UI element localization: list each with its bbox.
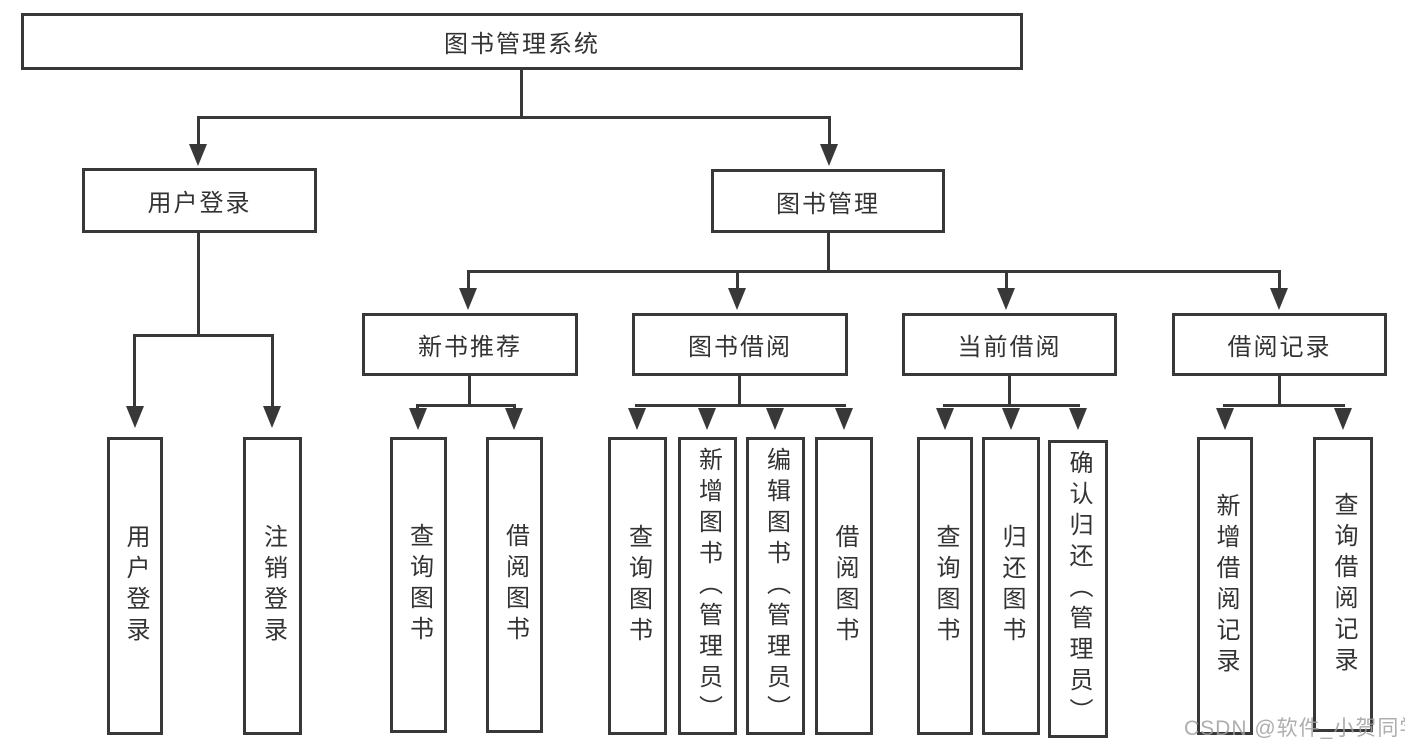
- arrow-down-icon: [1069, 408, 1087, 430]
- arrow-down-icon: [1270, 288, 1288, 310]
- node-user-login-leaf-label: 用户登录: [122, 524, 149, 648]
- connector-line: [520, 70, 523, 119]
- node-br-query-record-label: 查询借阅记录: [1330, 491, 1357, 678]
- node-book-management-label: 图书管理: [776, 190, 880, 218]
- connector-line: [133, 334, 274, 337]
- connector-line: [133, 334, 136, 408]
- arrow-down-icon: [1334, 408, 1352, 430]
- node-bb-edit-books-admin-label: 编辑图书（管理员）: [762, 446, 790, 726]
- arrow-down-icon: [409, 408, 427, 430]
- arrow-down-icon: [1216, 408, 1234, 430]
- node-book-borrowing: 图书借阅: [632, 313, 848, 376]
- node-br-add-record-label: 新增借阅记录: [1212, 493, 1239, 679]
- arrow-down-icon: [1002, 408, 1020, 430]
- node-library-system: 图书管理系统: [21, 13, 1023, 70]
- csdn-watermark: CSDN @软件_小贺同学: [1184, 717, 1405, 740]
- node-cb-query-books: 查询图书: [917, 437, 973, 735]
- connector-line: [1008, 376, 1011, 407]
- connector-line: [736, 270, 739, 290]
- connector-line: [1278, 376, 1281, 407]
- node-current-borrowing-label: 当前借阅: [957, 334, 1062, 361]
- node-bb-edit-books-admin: 编辑图书（管理员）: [746, 437, 805, 735]
- arrow-down-icon: [189, 144, 207, 166]
- connector-line: [467, 270, 470, 290]
- node-book-borrowing-label: 图书借阅: [688, 334, 792, 361]
- node-user-login: 用户登录: [82, 168, 317, 233]
- node-book-management: 图书管理: [711, 169, 945, 233]
- connector-line: [828, 116, 831, 146]
- node-cb-return-books-label: 归还图书: [998, 524, 1025, 648]
- arrow-down-icon: [628, 408, 646, 430]
- node-cb-return-books: 归还图书: [982, 437, 1040, 735]
- arrow-down-icon: [766, 408, 784, 430]
- connector-line: [271, 334, 274, 408]
- connector-line: [635, 404, 846, 407]
- connector-line: [1278, 270, 1281, 290]
- connector-line: [416, 404, 516, 407]
- node-nb-borrow-books-label: 借阅图书: [501, 523, 529, 647]
- node-bb-borrow-books: 借阅图书: [815, 437, 873, 735]
- node-borrow-records: 借阅记录: [1172, 313, 1387, 376]
- arrow-down-icon: [997, 288, 1015, 310]
- connector-line: [468, 376, 471, 407]
- arrow-down-icon: [459, 288, 477, 310]
- node-br-add-record: 新增借阅记录: [1197, 437, 1253, 735]
- connector-line: [1005, 270, 1008, 290]
- connector-line: [738, 376, 741, 407]
- connector-line: [1223, 404, 1345, 407]
- arrow-down-icon: [936, 408, 954, 430]
- arrow-down-icon: [263, 406, 281, 428]
- node-bb-borrow-books-label: 借阅图书: [831, 524, 858, 648]
- node-new-book-recommend: 新书推荐: [362, 313, 578, 376]
- node-nb-query-books-label: 查询图书: [405, 523, 433, 647]
- connector-line: [197, 233, 200, 337]
- connector-line: [467, 270, 1281, 273]
- node-bb-query-books-label: 查询图书: [624, 524, 652, 648]
- node-br-query-record: 查询借阅记录: [1313, 437, 1373, 732]
- arrow-down-icon: [728, 288, 746, 310]
- arrow-down-icon: [126, 406, 144, 428]
- node-bb-query-books: 查询图书: [608, 437, 667, 735]
- node-cb-query-books-label: 查询图书: [932, 524, 959, 648]
- node-logout-label: 注销登录: [259, 524, 287, 648]
- node-cb-confirm-return-admin: 确认归还（管理员）: [1048, 440, 1108, 738]
- node-bb-add-books-admin-label: 新增图书（管理员）: [694, 446, 722, 726]
- arrow-down-icon: [698, 408, 716, 430]
- node-current-borrowing: 当前借阅: [902, 313, 1117, 376]
- node-borrow-records-label: 借阅记录: [1227, 334, 1332, 361]
- node-library-system-label: 图书管理系统: [444, 31, 600, 58]
- node-cb-confirm-return-admin-label: 确认归还（管理员）: [1065, 449, 1092, 729]
- node-logout: 注销登录: [243, 437, 302, 735]
- node-new-book-recommend-label: 新书推荐: [418, 334, 522, 361]
- connector-line: [197, 116, 200, 146]
- node-nb-query-books: 查询图书: [390, 437, 447, 733]
- node-nb-borrow-books: 借阅图书: [486, 437, 543, 733]
- connector-line: [943, 404, 1080, 407]
- arrow-down-icon: [835, 408, 853, 430]
- connector-line: [827, 233, 830, 273]
- node-user-login-label: 用户登录: [147, 190, 252, 217]
- connector-line: [197, 116, 831, 119]
- node-user-login-leaf: 用户登录: [107, 437, 163, 735]
- node-bb-add-books-admin: 新增图书（管理员）: [678, 437, 737, 735]
- arrow-down-icon: [505, 408, 523, 430]
- arrow-down-icon: [820, 144, 838, 166]
